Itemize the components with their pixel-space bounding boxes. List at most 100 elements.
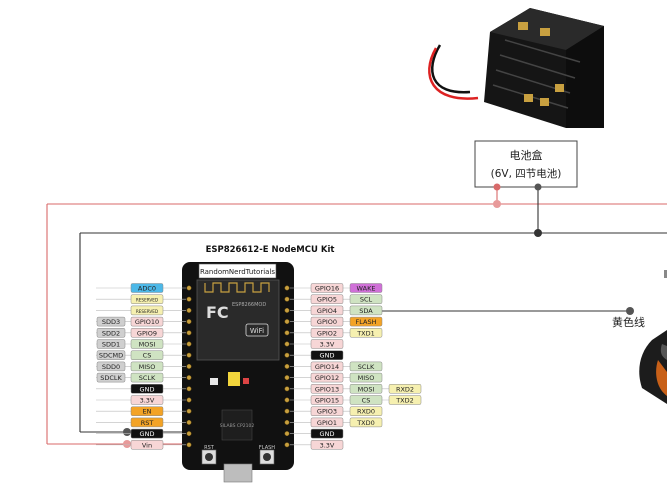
yellow-wire-label: 黄色线: [612, 315, 645, 329]
battery-box-title: 电池盒: [510, 148, 543, 162]
right-pin-dot: [284, 296, 290, 302]
left-pin-outer-sdcmd: SDCMD: [99, 352, 123, 360]
left-pin-inner-sclk-box: [130, 372, 164, 383]
left-pin-inner-reserved: RESERVED: [136, 309, 158, 314]
flash-button-knob[interactable]: [263, 453, 271, 461]
board-title: ESP826612-E NodeMCU Kit: [206, 245, 335, 255]
left-pin-inner-gnd: GND: [140, 430, 155, 438]
left-pin-outer-sdd3-box: [96, 316, 126, 327]
left-pin-outer-sdd2: SDD2: [102, 329, 120, 337]
left-pin-dot: [186, 307, 192, 313]
right-pin-outer-scl-box: [349, 294, 383, 304]
right-pin-outer-rxd0-box: [349, 406, 383, 416]
right-pin-dot: [284, 352, 290, 358]
rst-button-label: RST: [204, 445, 215, 451]
left-pin-dot: [186, 330, 192, 336]
right-pin-inner-gpio13: GPIO13: [315, 385, 339, 393]
left-pin-inner-3-3v: 3.3V: [140, 397, 155, 405]
right-pin-outer-cs-box: [349, 395, 383, 405]
black-ground-wire: [79, 187, 667, 433]
left-pin-inner-sclk: SCLK: [139, 374, 156, 382]
right-pin-dot: [284, 386, 290, 392]
right-pin-inner-gpio1-box: [310, 417, 344, 428]
right-pin-outer-txd0: TXD0: [356, 419, 375, 427]
right-pin-extra-rxd2: RXD2: [396, 385, 414, 393]
esp-module: [196, 279, 280, 361]
right-pin-dot: [284, 442, 290, 448]
flash-button-label: FLASH: [259, 445, 275, 451]
left-pin-inner-en-box: [130, 406, 164, 416]
left-pin-inner-cs: CS: [143, 352, 152, 360]
right-pin-outer-txd0-box: [349, 417, 383, 428]
fc-logo: FC: [206, 303, 229, 322]
right-pin-inner-gpio12: GPIO12: [315, 374, 339, 382]
right-pin-inner-gpio5-box: [310, 294, 344, 304]
right-pin-outer-mosi-box: [349, 384, 383, 394]
right-pin-outer-wake-box: [349, 283, 383, 293]
right-pin-inner-3-3v-box: [310, 440, 344, 450]
right-pin-inner-gpio15-box: [310, 395, 344, 405]
left-pin-outer-sdd2-box: [96, 328, 126, 338]
left-pin-dot: [186, 442, 192, 448]
right-pin-inner-gpio16: GPIO16: [315, 285, 339, 293]
battery-holder-image: [428, 8, 604, 128]
right-pin-inner-gpio0: GPIO0: [317, 318, 337, 326]
right-pin-inner-gpio5: GPIO5: [317, 296, 337, 304]
right-pin-dot: [284, 307, 290, 313]
left-pin-outer-sdd0: SDD0: [102, 363, 120, 371]
right-pin-outer-sda-box: [349, 305, 383, 316]
micro-usb-port[interactable]: [223, 463, 253, 483]
right-pin-inner-gpio4-box: [310, 305, 344, 316]
right-pin-outer-wake: WAKE: [357, 285, 376, 293]
left-pin-inner-3-3v-box: [130, 395, 164, 405]
left-pin-outer-sdd1-box: [96, 339, 126, 349]
right-pin-dot: [284, 363, 290, 369]
right-pin-dot: [284, 341, 290, 347]
esp-chip-label: ESP8266MOD: [232, 302, 266, 308]
left-pin-outer-sdcmd-box: [96, 350, 126, 360]
watermark-box: [198, 263, 277, 279]
right-pin-outer-txd1: TXD1: [356, 329, 375, 337]
right-pin-inner-gpio0-box: [310, 316, 344, 327]
left-pin-dot: [186, 408, 192, 414]
left-pin-inner-reserved-box: [130, 305, 164, 316]
red-wire-junction-dot: [493, 200, 501, 208]
left-pin-outer-sdclk: SDCLK: [100, 374, 122, 382]
right-pin-inner-gpio15: GPIO15: [315, 397, 339, 405]
left-pin-outer-sdclk-box: [96, 372, 126, 383]
right-pin-inner-gpio16-box: [310, 283, 344, 293]
right-pin-outer-miso-box: [349, 372, 383, 383]
voltage-regulator-component: [228, 372, 240, 386]
right-pin-inner-gpio4: GPIO4: [317, 307, 337, 315]
right-pin-dot: [284, 330, 290, 336]
left-pin-inner-gpio10-box: [130, 316, 164, 327]
right-pin-outer-mosi: MOSI: [358, 385, 375, 393]
right-pin-inner-gnd-box: [310, 350, 344, 360]
left-pin-inner-vin: Vin: [142, 441, 152, 449]
right-pin-inner-gpio2: GPIO2: [317, 329, 337, 337]
servo-motor-image: [639, 270, 667, 404]
right-pin-outer-flash-box: [349, 316, 383, 327]
rst-button-knob[interactable]: [205, 453, 213, 461]
left-pin-dot: [186, 319, 192, 325]
right-pin-dot: [284, 285, 290, 291]
right-pin-inner-gpio2-box: [310, 328, 344, 338]
right-pin-inner-gpio13-box: [310, 384, 344, 394]
right-pin-outer-miso: MISO: [358, 374, 375, 382]
left-pin-dot: [186, 341, 192, 347]
right-pin-inner-gpio14-box: [310, 361, 344, 372]
right-pin-inner-gnd: GND: [320, 430, 335, 438]
left-pin-dot: [186, 397, 192, 403]
right-pin-inner-gpio3: GPIO3: [317, 408, 337, 416]
right-pin-inner-3-3v: 3.3V: [320, 341, 335, 349]
right-pin-outer-flash: FLASH: [356, 318, 377, 326]
left-pin-inner-mosi: MOSI: [139, 341, 156, 349]
right-pin-outer-rxd0: RXD0: [357, 408, 375, 416]
board-watermark: RandomNerdTutorials: [200, 268, 275, 276]
right-pin-outer-sclk: SCLK: [358, 363, 375, 371]
left-pin-dot: [186, 352, 192, 358]
right-pin-dot: [284, 419, 290, 425]
left-pin-outer-sdd0-box: [96, 361, 126, 372]
